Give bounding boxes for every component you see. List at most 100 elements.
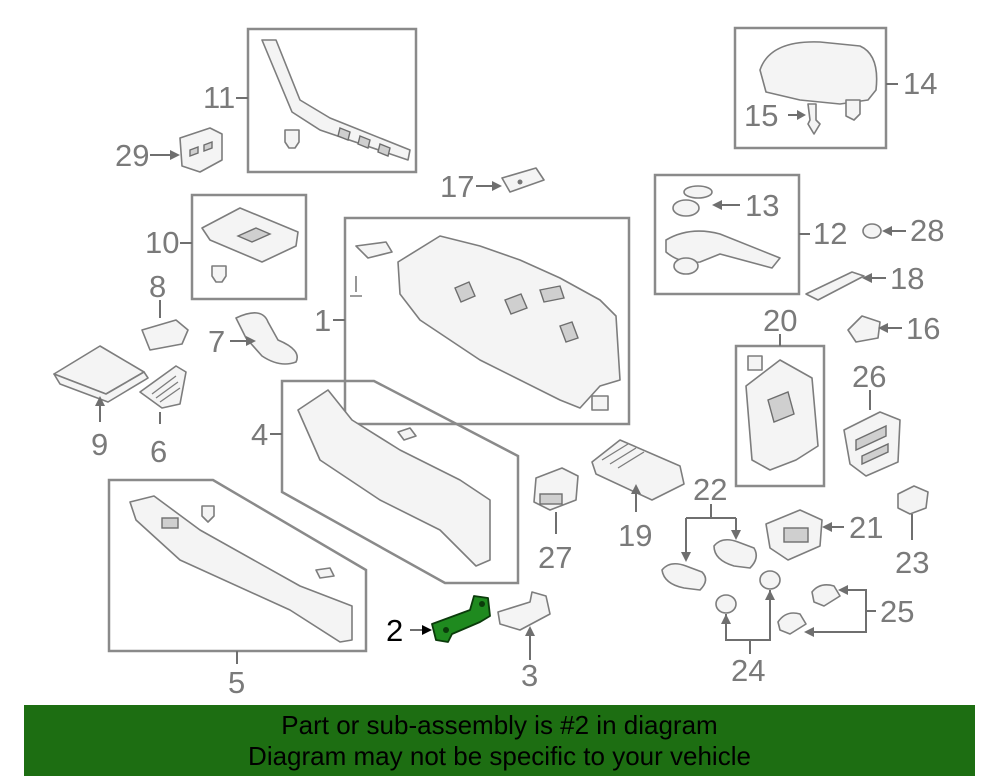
part-16-cap[interactable] — [847, 315, 881, 343]
part-10-group[interactable]: 10 — [145, 193, 308, 301]
part-26-group[interactable]: 26 — [843, 359, 901, 477]
part-15-screw[interactable] — [807, 103, 821, 135]
callout-1[interactable]: 1 — [314, 303, 331, 338]
callout-25[interactable]: 25 — [880, 594, 914, 629]
part-24-ring-b[interactable] — [715, 594, 737, 614]
part-11-group[interactable]: 11 — [203, 27, 418, 174]
part-22-socket-b[interactable] — [713, 538, 758, 569]
callout-26[interactable]: 26 — [852, 359, 886, 394]
part-17-group[interactable]: 17 — [440, 167, 545, 204]
part-13-cup-ring-b[interactable] — [672, 199, 700, 217]
part-3-group[interactable]: 3 — [497, 591, 551, 693]
arrow-15 — [797, 110, 806, 120]
part-2-hole-b — [479, 601, 485, 607]
part-9-group[interactable]: 9 — [53, 345, 149, 462]
part-5-side-panel[interactable] — [129, 495, 353, 643]
part-29-group[interactable]: 29 — [115, 127, 223, 173]
part-5-group[interactable]: 5 — [107, 478, 368, 700]
part-12-group[interactable]: 13 12 — [653, 173, 847, 296]
part-25-light-a[interactable] — [811, 584, 841, 607]
part-8-group[interactable]: 8 — [141, 269, 189, 351]
callout-17[interactable]: 17 — [440, 169, 474, 204]
part-24-group[interactable]: 24 — [715, 570, 781, 688]
callout-8[interactable]: 8 — [149, 269, 166, 304]
callout-5[interactable]: 5 — [228, 665, 245, 700]
part-4-side-panel[interactable] — [297, 389, 491, 567]
part-10-clip — [211, 265, 227, 283]
part-27-group[interactable]: 27 — [533, 467, 579, 575]
callout-23[interactable]: 23 — [895, 545, 929, 580]
arrow-24b — [765, 590, 775, 600]
callout-28[interactable]: 28 — [910, 213, 944, 248]
callout-7[interactable]: 7 — [208, 324, 225, 359]
part-10-opening — [236, 227, 272, 243]
part-20-group[interactable]: 20 — [734, 303, 826, 488]
callout-9[interactable]: 9 — [91, 427, 108, 462]
part-1-group[interactable]: 1 — [314, 216, 631, 426]
callout-16[interactable]: 16 — [906, 311, 940, 346]
callout-10[interactable]: 10 — [145, 225, 179, 260]
part-4-group[interactable]: 4 — [251, 379, 520, 585]
part-11-fastener — [284, 129, 300, 149]
callout-24[interactable]: 24 — [731, 653, 765, 688]
part-17-bracket[interactable] — [501, 167, 545, 193]
part-28-grommet[interactable] — [862, 223, 882, 239]
banner-line-disclaimer: Diagram may not be specific to your vehi… — [248, 741, 751, 771]
part-14-group[interactable]: 14 15 — [733, 26, 937, 150]
callout-21[interactable]: 21 — [849, 510, 883, 545]
callout-29[interactable]: 29 — [115, 138, 149, 173]
part-29-switch[interactable] — [179, 127, 223, 173]
callout-11[interactable]: 11 — [203, 80, 235, 115]
part-8-clip-plate[interactable] — [141, 319, 189, 351]
arrow-19 — [631, 484, 641, 494]
part-14-armrest-lid[interactable] — [759, 41, 878, 105]
part-16-group[interactable]: 16 — [847, 311, 940, 346]
part-19-ribs — [601, 443, 645, 469]
callout-22[interactable]: 22 — [693, 472, 727, 507]
callout-18[interactable]: 18 — [890, 261, 924, 296]
callout-13[interactable]: 13 — [745, 188, 779, 223]
part-26-control-panel[interactable] — [843, 411, 901, 477]
part-19-storage-tray[interactable] — [591, 439, 685, 501]
part-23-switch[interactable] — [897, 485, 929, 515]
part-11-trim-strip[interactable] — [261, 39, 411, 161]
part-18-group[interactable]: 18 — [805, 261, 924, 301]
part-18-strip[interactable] — [805, 271, 865, 301]
callout-27[interactable]: 27 — [538, 540, 572, 575]
part-7-group[interactable]: 7 — [208, 312, 298, 365]
callout-2[interactable]: 2 — [386, 613, 403, 648]
callout-3[interactable]: 3 — [521, 658, 538, 693]
part-1-bracket — [355, 241, 393, 259]
part-22-group[interactable]: 22 — [661, 472, 758, 591]
callout-12[interactable]: 12 — [813, 216, 847, 251]
callout-15[interactable]: 15 — [744, 98, 778, 133]
part-6-vent[interactable] — [139, 365, 187, 409]
part-12-cup-holder[interactable] — [665, 230, 781, 269]
part-1-nut — [591, 395, 609, 411]
part-11-frame — [246, 27, 418, 174]
part-24-ring-a[interactable] — [759, 570, 781, 590]
callout-14[interactable]: 14 — [903, 66, 937, 101]
callout-19[interactable]: 19 — [618, 518, 652, 553]
part-21-group[interactable]: 21 — [765, 509, 883, 561]
part-1-console-body[interactable] — [397, 235, 621, 409]
callout-20[interactable]: 20 — [763, 303, 797, 338]
part-22-socket-a[interactable] — [661, 562, 707, 591]
part-28-group[interactable]: 28 — [862, 213, 944, 248]
part-9-cover-edge — [53, 371, 149, 403]
banner-line-part-number: Part or sub-assembly is #2 in diagram — [281, 710, 718, 740]
part-23-group[interactable]: 23 — [895, 485, 929, 580]
part-25-light-b[interactable] — [777, 612, 807, 635]
arrow-22a — [681, 552, 691, 562]
part-6-group[interactable]: 6 — [139, 365, 187, 469]
part-13-cup-ring-a[interactable] — [683, 185, 713, 199]
part-25-group[interactable]: 25 — [777, 584, 914, 637]
part-3-bracket[interactable] — [497, 591, 551, 631]
part-14-frame — [733, 26, 888, 150]
callout-6[interactable]: 6 — [150, 434, 167, 469]
part-7-bracket[interactable] — [235, 312, 298, 365]
part-2-group[interactable]: 2 — [386, 595, 491, 648]
part-19-group[interactable]: 19 — [591, 439, 685, 553]
callout-4[interactable]: 4 — [251, 417, 268, 452]
arrow-17 — [492, 181, 502, 191]
